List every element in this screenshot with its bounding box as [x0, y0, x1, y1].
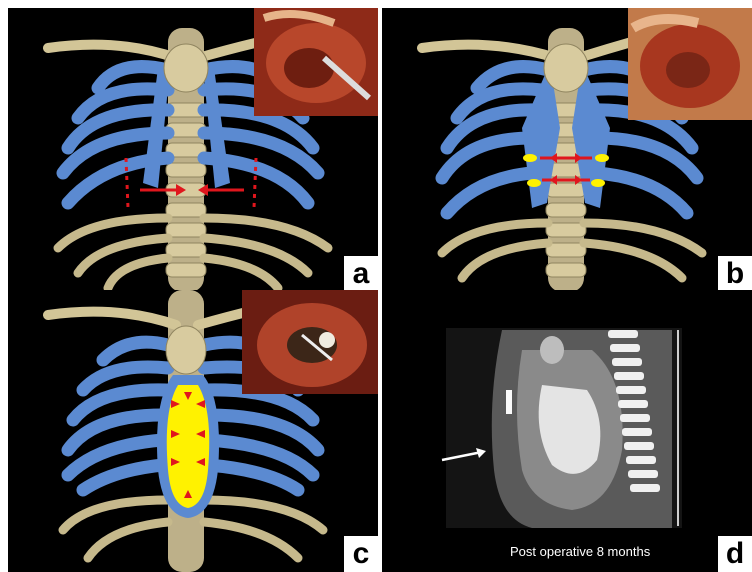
panel-label-a: a	[344, 256, 378, 292]
ct-scan-sagittal	[382, 290, 752, 572]
panel-d: Post operative 8 months d	[382, 290, 752, 572]
panel-label-c: c	[344, 536, 378, 572]
panel-a: a	[8, 8, 378, 292]
panel-label-d: d	[718, 536, 752, 572]
panel-label-b: b	[718, 256, 752, 292]
panel-c: c	[8, 290, 378, 572]
intraop-photo-b	[628, 8, 752, 120]
intraop-photo-c	[242, 290, 378, 394]
panel-b: b	[382, 8, 752, 292]
caption-post-operative: Post operative 8 months	[510, 544, 650, 559]
intraop-photo-a	[254, 8, 378, 116]
